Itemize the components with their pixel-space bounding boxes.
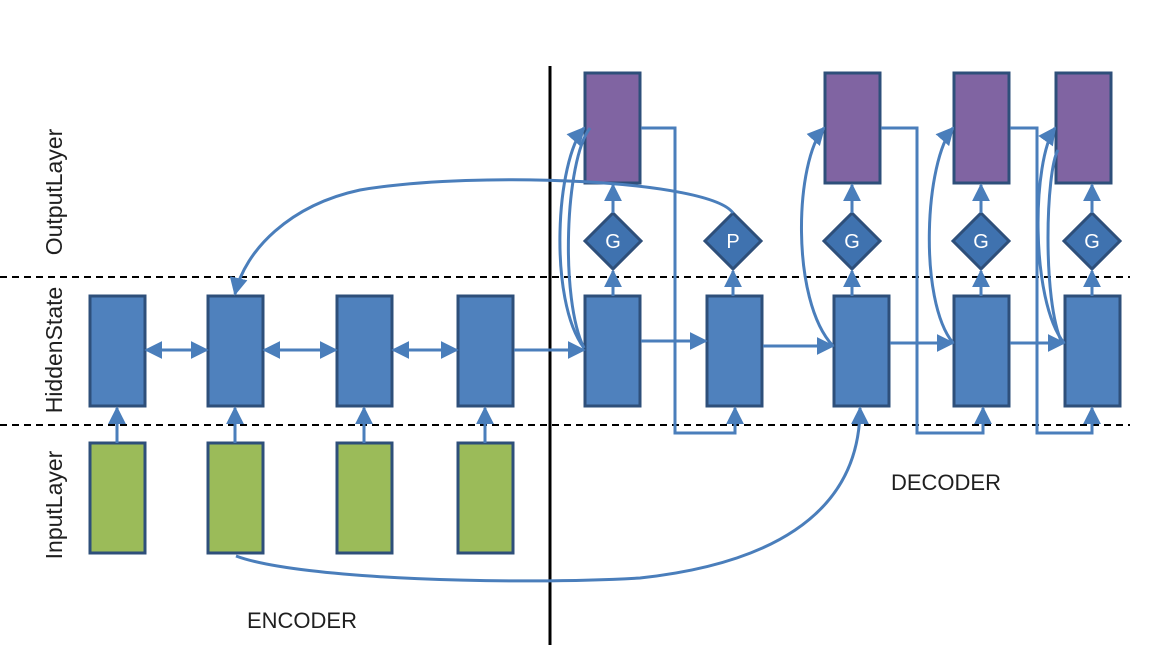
- hidden-to-output-curve: [1036, 126, 1066, 344]
- encoder-label: ENCODER: [247, 608, 357, 633]
- decoder-hidden-box: [952, 294, 1011, 408]
- decoder-output-box: [952, 71, 1011, 185]
- encoder-hidden-box: [456, 294, 515, 408]
- decoder-label: DECODER: [891, 470, 1001, 495]
- hidden-to-output-curve: [566, 127, 592, 349]
- gate-node: G: [950, 210, 1012, 272]
- gate-label: G: [973, 231, 989, 253]
- output-feedback-arrow: [881, 126, 992, 435]
- decoder-output-box: [1054, 71, 1113, 185]
- decoder-hidden-box: [583, 294, 642, 408]
- encoder-input-box: [206, 441, 265, 555]
- gate-node: G: [1061, 210, 1123, 272]
- gate-node: P: [702, 210, 764, 272]
- decoder-hidden-box: [832, 294, 891, 408]
- output-feedback-arrow: [641, 126, 744, 435]
- decoder-hidden-box: [1063, 294, 1122, 408]
- gate-label: G: [605, 231, 621, 253]
- encoder-hidden-box: [335, 294, 394, 408]
- row-label-output: OutputLayer: [41, 128, 67, 255]
- decoder-hidden-box: [705, 294, 764, 408]
- output-feedback-arrow: [1010, 126, 1101, 435]
- row-label-input: InputLayer: [41, 450, 67, 559]
- hidden-to-output-curve: [1046, 149, 1064, 344]
- gate-node: G: [582, 210, 644, 272]
- gate-node: G: [821, 210, 883, 272]
- decoder-output-box: [823, 71, 882, 185]
- pointer-attention-arc: [229, 178, 735, 296]
- copy-arc: [235, 406, 869, 583]
- row-label-hidden: HiddenState: [41, 287, 67, 414]
- gate-label: G: [1084, 231, 1100, 253]
- hidden-to-output-curve: [800, 126, 835, 348]
- gate-label: P: [726, 231, 739, 253]
- encoder-input-box: [456, 441, 515, 555]
- hidden-to-output-curve: [927, 126, 955, 344]
- encoder-hidden-box: [88, 294, 147, 408]
- decoder-output-box: [583, 71, 642, 185]
- encoder-input-box: [88, 441, 147, 555]
- encoder-input-box: [335, 441, 394, 555]
- hidden-to-output-curve: [558, 126, 586, 349]
- encoder-hidden-box: [206, 294, 265, 408]
- gate-label: G: [844, 231, 860, 253]
